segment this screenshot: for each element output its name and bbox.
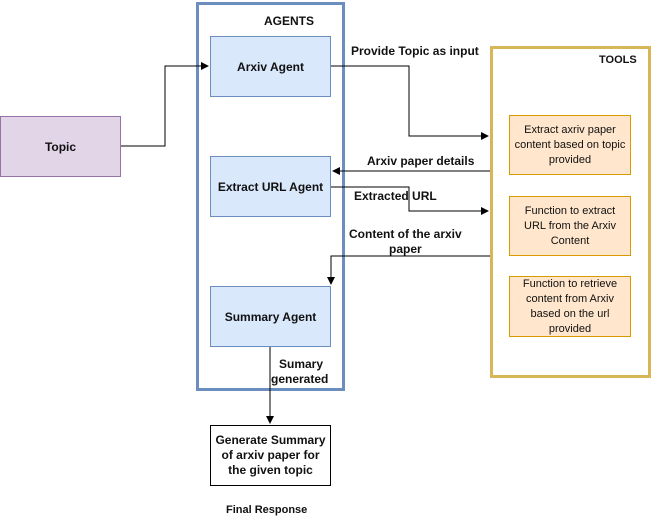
edge-tool-to-summary-agent — [327, 255, 490, 285]
tool-retrieve-content: Function to retrieve content from Arxiv … — [509, 276, 631, 337]
extract-url-agent-node: Extract URL Agent — [210, 156, 331, 217]
edge-arxiv-agent-to-tool — [331, 65, 489, 140]
topic-node: Topic — [0, 116, 121, 177]
edge-label-content-line1: Content of the arxiv — [349, 227, 462, 241]
tool-extract-url: Function to extract URL from the Arxiv C… — [509, 196, 631, 256]
extract-url-agent-label: Extract URL Agent — [217, 179, 324, 194]
topic-label: Topic — [44, 139, 77, 154]
summary-agent-node: Summary Agent — [210, 286, 331, 347]
edge-extract-url-agent-to-tool — [331, 186, 489, 215]
arxiv-agent-label: Arxiv Agent — [237, 59, 304, 74]
tools-group — [490, 46, 651, 378]
edge-label-content-line2: paper — [389, 242, 422, 256]
output-label: Generate Summary of arxiv paper for the … — [215, 433, 326, 477]
tools-group-title: TOOLS — [599, 54, 637, 66]
edge-label-paper-details: Arxiv paper details — [367, 154, 475, 168]
arxiv-agent-node: Arxiv Agent — [210, 36, 331, 97]
summary-agent-label: Summary Agent — [224, 309, 317, 324]
edge-topic-to-arxiv-agent — [121, 62, 209, 147]
agents-group-title: AGENTS — [264, 14, 315, 28]
edge-label-extracted-url: Extracted URL — [354, 189, 437, 203]
tool-extract-paper-content: Extract axriv paper content based on top… — [509, 115, 631, 175]
output-node: Generate Summary of arxiv paper for the … — [210, 425, 331, 486]
edge-label-summary-line1: Sumary — [279, 357, 324, 371]
final-response-caption: Final Response — [226, 504, 308, 516]
edge-label-summary-line2: generated — [271, 372, 329, 386]
tool-retrieve-content-label: Function to retrieve content from Arxiv … — [522, 277, 618, 335]
edge-label-provide-topic: Provide Topic as input — [351, 44, 479, 58]
tool-extract-paper-content-label: Extract axriv paper content based on top… — [514, 123, 626, 166]
tool-extract-url-label: Function to extract URL from the Arxiv C… — [524, 204, 616, 247]
